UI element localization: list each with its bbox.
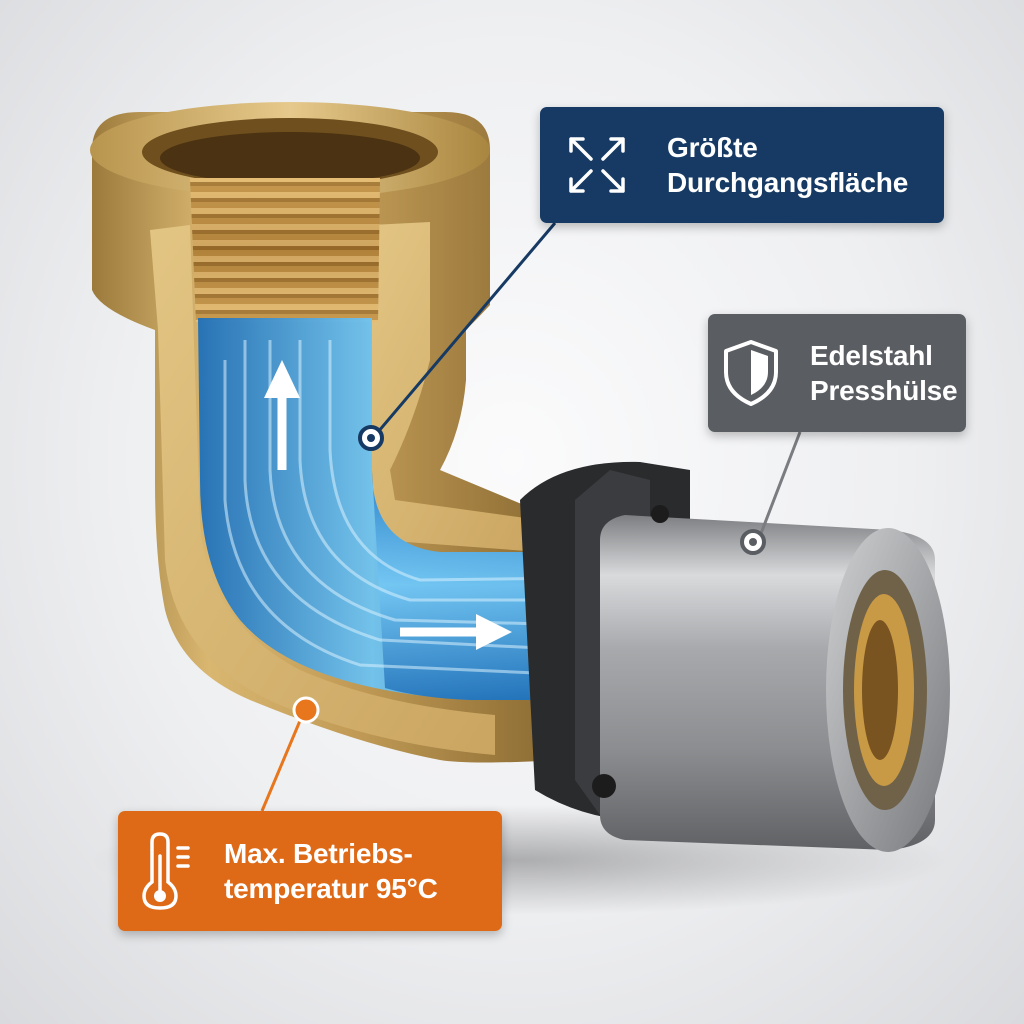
callout-stainless-sleeve: Edelstahl Presshülse — [708, 314, 966, 432]
callout-temp-line1: Max. Betriebs- — [224, 838, 413, 869]
thermometer-icon — [140, 830, 192, 912]
shield-icon — [722, 338, 780, 408]
leader-sleeve — [740, 431, 802, 555]
section-wall-inner — [369, 222, 540, 552]
flow-streaks — [223, 340, 581, 677]
callout-flow-area: Größte Durchgangsfläche — [540, 107, 944, 223]
callout-sleeve-line1: Edelstahl — [810, 340, 933, 371]
callout-sleeve-line2: Presshülse — [810, 375, 958, 406]
callout-temp-line2: temperatur 95°C — [224, 873, 438, 904]
callout-max-temperature: Max. Betriebs- temperatur 95°C — [118, 811, 502, 931]
section-wall-outer — [150, 225, 495, 755]
flow-arrow-up — [264, 360, 300, 470]
callout-flow-line1: Größte — [667, 132, 758, 163]
inspection-hole-top — [651, 505, 669, 523]
inspection-hole-bottom — [592, 774, 616, 798]
expand-arrows-icon — [565, 133, 629, 197]
leader-temperature — [260, 696, 320, 812]
flow-arrow-right — [400, 614, 512, 650]
callout-flow-line2: Durchgangsfläche — [667, 167, 909, 198]
leader-flow — [358, 222, 557, 451]
